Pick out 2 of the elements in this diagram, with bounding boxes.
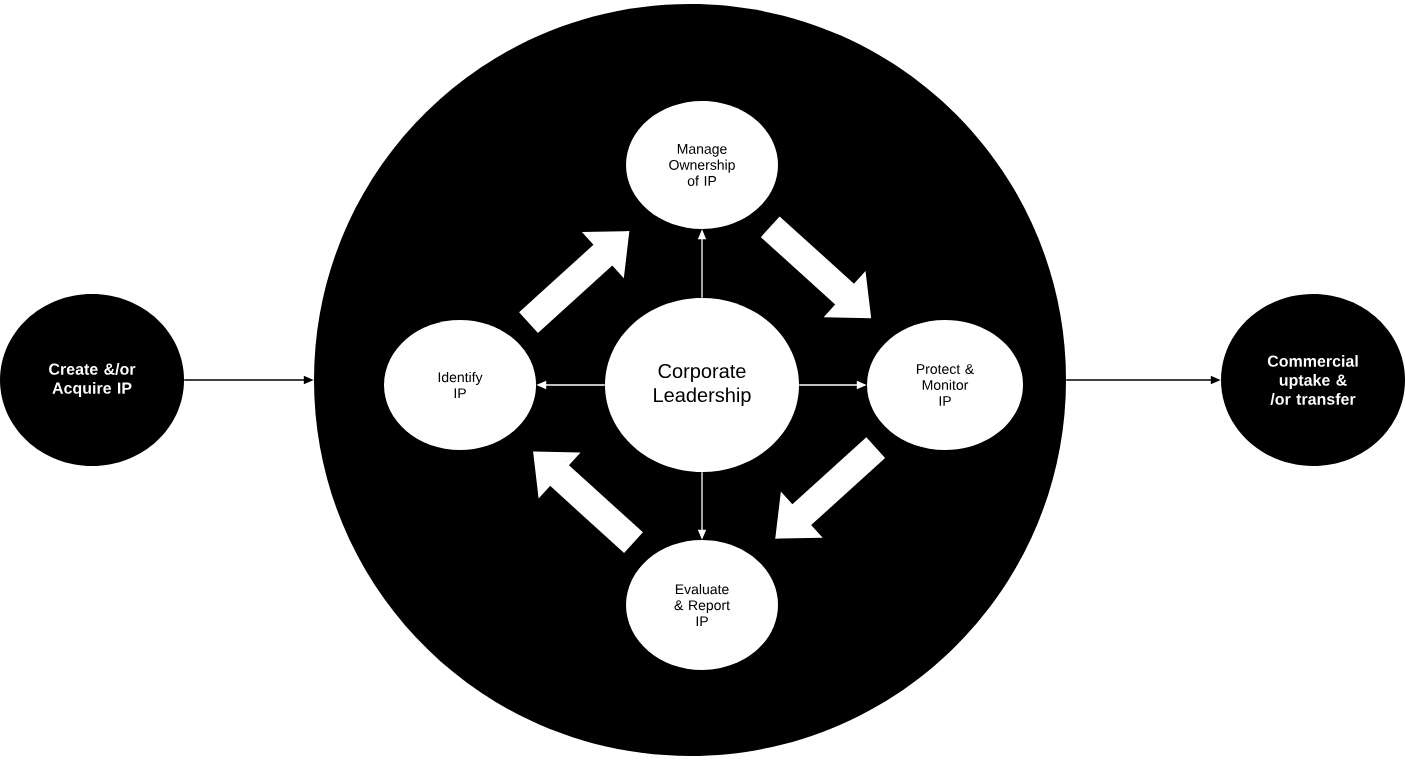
block-arrow xyxy=(533,451,643,554)
block-arrow xyxy=(775,437,886,539)
